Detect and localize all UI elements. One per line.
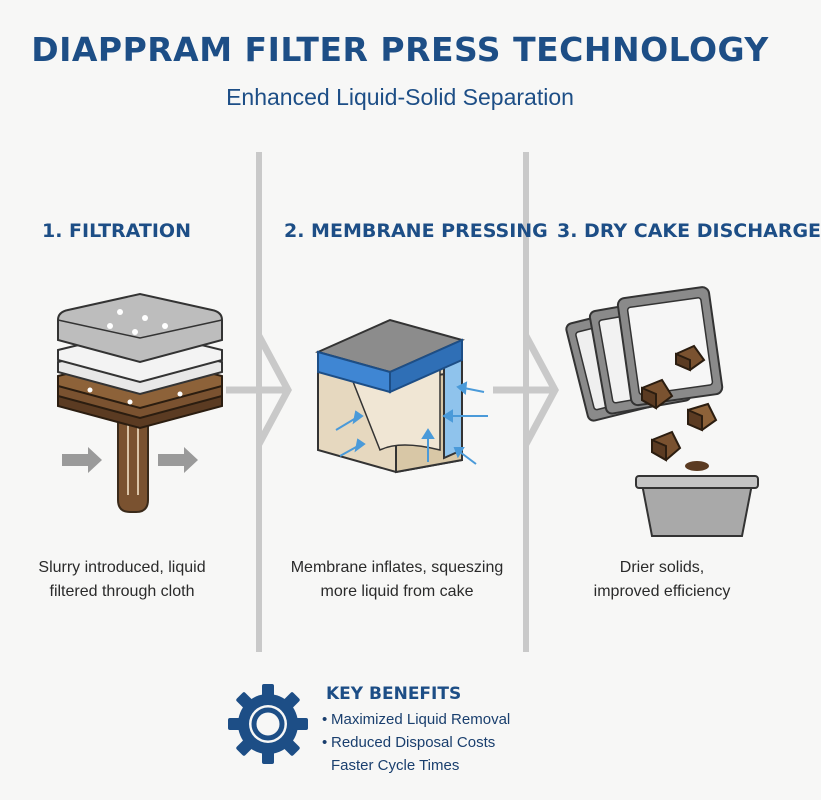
step-title-filtration: 1. FILTRATION (42, 220, 191, 242)
caption-membrane-pressing: Membrane inflates, squeszing more liquid… (290, 559, 504, 600)
filter-plate-stack-icon (57, 292, 223, 513)
chevron-right-icon (493, 334, 559, 446)
membrane-press-icon (315, 318, 488, 474)
list-item: Faster Cycle Times (331, 757, 460, 774)
divider-right (523, 152, 529, 652)
list-item: •Reduced Disposal Costs (322, 734, 496, 751)
caption-filtration: Slurry introduced, liquid filtered throu… (38, 559, 206, 600)
benefits-title: KEY BENEFITS (326, 684, 462, 704)
page-title: DIAPPRAM FILTER PRESS TECHNOLOGY (31, 30, 769, 69)
list-item: •Maximized Liquid Removal (322, 711, 511, 728)
cake-discharge-icon (565, 286, 759, 537)
chevron-right-icon (226, 334, 292, 446)
caption-dry-cake-discharge: Drier solids, improved efficiency (593, 559, 731, 600)
gear-icon (228, 684, 308, 764)
page-subtitle: Enhanced Liquid-Solid Separation (226, 84, 574, 110)
divider-left (256, 152, 262, 652)
benefits-list: •Maximized Liquid Removal •Reduced Dispo… (322, 708, 510, 777)
step-title-membrane-pressing: 2. MEMBRANE PRESSING (284, 220, 548, 242)
step-title-dry-cake-discharge: 3. DRY CAKE DISCHARGE (557, 220, 821, 242)
